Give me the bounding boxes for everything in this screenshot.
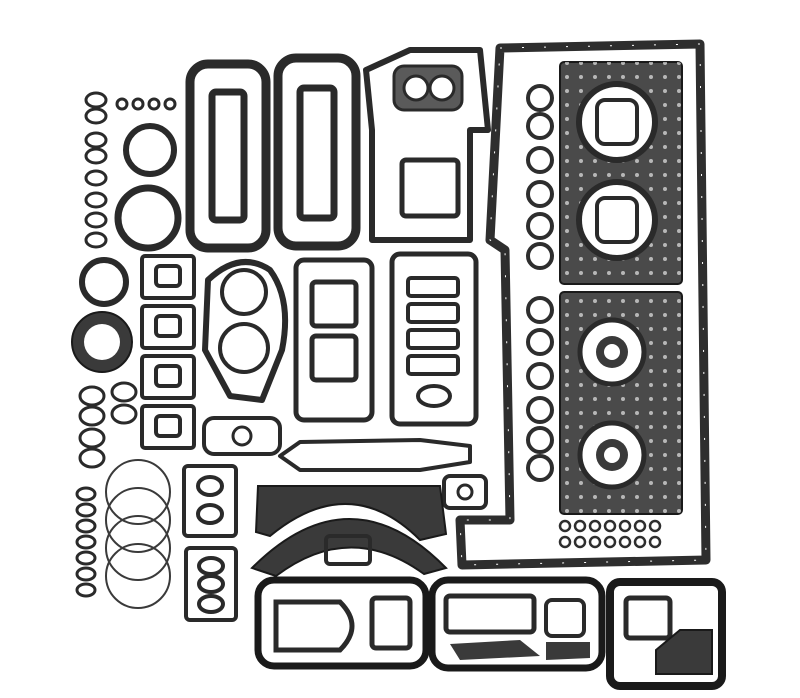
timing-cover-gasket xyxy=(202,259,289,403)
flange-gaskets xyxy=(140,254,196,450)
head-gasket-lower xyxy=(559,291,683,515)
thermostat-gasket xyxy=(202,416,282,456)
small-flange-right xyxy=(442,474,488,510)
head-gasket-upper xyxy=(559,61,683,285)
bottom-gasket-right xyxy=(606,578,726,690)
round-gaskets-left xyxy=(71,123,182,373)
left-washers-lower xyxy=(75,381,138,598)
oil-pan-gasket xyxy=(455,39,711,570)
bottom-gasket-middle xyxy=(428,576,606,672)
manifold-gasket xyxy=(363,47,491,243)
large-o-rings xyxy=(105,459,171,609)
exhaust-gaskets xyxy=(182,464,238,622)
small-rings xyxy=(558,519,662,549)
side-cover-gasket-1 xyxy=(293,257,375,423)
valve-cover-gasket-2 xyxy=(273,53,361,251)
side-cover-gasket-2 xyxy=(389,251,479,427)
bottom-gasket-left xyxy=(254,576,430,670)
strip-gasket xyxy=(278,438,472,472)
valve-cover-gasket-1 xyxy=(185,59,271,253)
left-washer-column xyxy=(84,91,177,249)
port-ring-strip xyxy=(526,84,554,482)
rear-main-seals xyxy=(250,485,448,578)
